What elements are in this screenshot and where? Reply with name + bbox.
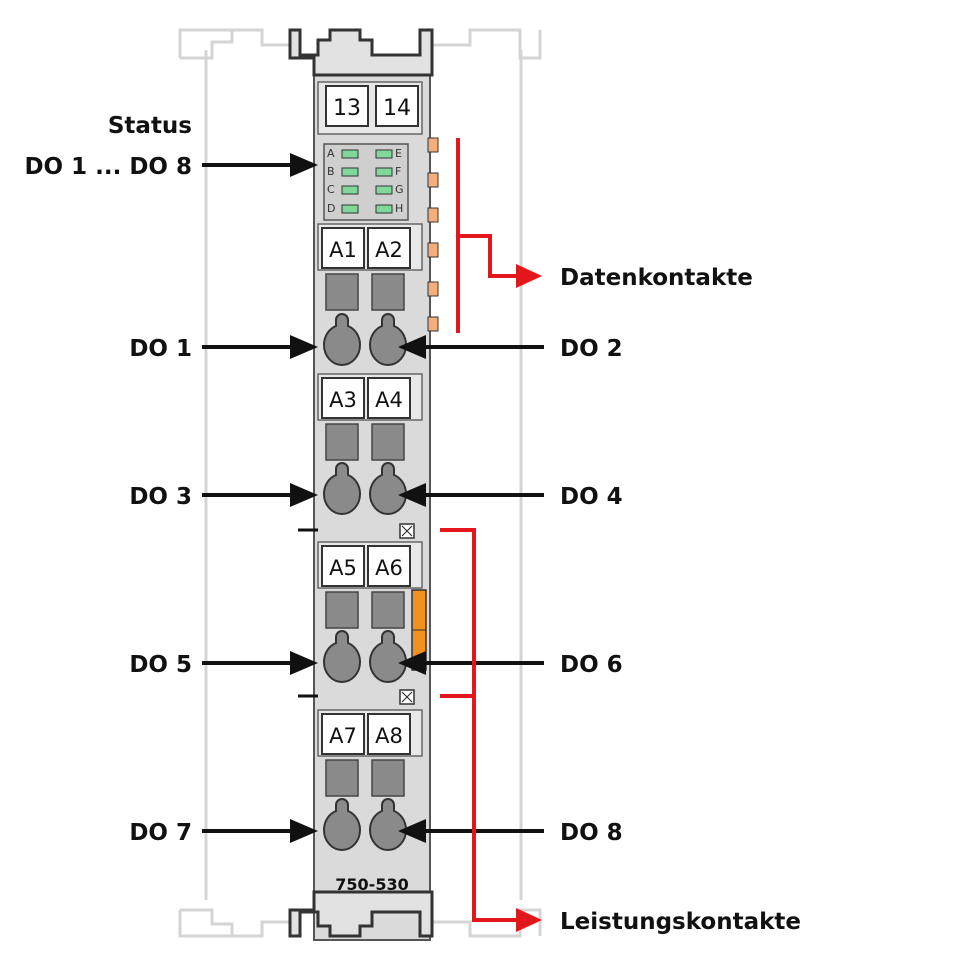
terminal-a2 (367, 227, 411, 269)
terminal-block-1: A1 A2 (317, 223, 423, 366)
terminal-a4 (367, 377, 411, 419)
do-2-label: DO 2 (560, 336, 623, 362)
clamp-a2 (368, 313, 408, 366)
push-button-a6 (371, 591, 405, 629)
terminal-a6 (367, 545, 411, 587)
terminal-a2-label: A2 (375, 238, 403, 262)
led-h (375, 204, 393, 214)
power-contacts-label: Leistungskontakte (560, 909, 801, 935)
svg-text:H: H (395, 202, 403, 215)
svg-text:D: D (327, 202, 335, 215)
push-button-a5 (325, 591, 359, 629)
led-a (341, 149, 359, 159)
do-4-label: DO 4 (560, 484, 623, 510)
do-8-label: DO 8 (560, 820, 623, 846)
terminal-a5-label: A5 (329, 556, 357, 580)
push-button-a2 (371, 273, 405, 311)
svg-text:C: C (327, 183, 335, 196)
led-column-left: A B C D (327, 147, 359, 215)
led-panel (323, 143, 409, 221)
terminal-a7-label: A7 (329, 724, 357, 748)
terminal-14 (375, 85, 419, 127)
clamp-a7 (322, 798, 362, 851)
status-label: Status (108, 113, 192, 139)
io-module: 13 14 A B C D E F G H (288, 28, 439, 941)
terminal-block-2: A3 A4 (317, 373, 423, 515)
svg-text:F: F (395, 165, 401, 178)
do-7-label: DO 7 (129, 820, 192, 846)
clamp-a8 (368, 798, 408, 851)
do-3-label: DO 3 (129, 484, 192, 510)
led-c (341, 185, 359, 195)
din-rail-outline (178, 28, 542, 938)
push-button-a8 (371, 759, 405, 797)
clamp-a5 (322, 630, 362, 683)
data-contacts-label: Datenkontakte (560, 265, 753, 291)
terminal-a8-label: A8 (375, 724, 403, 748)
terminal-13-label: 13 (333, 96, 361, 121)
status-range-label: DO 1 ... DO 8 (24, 154, 192, 180)
terminal-a4-label: A4 (375, 388, 403, 412)
push-button-a4 (371, 423, 405, 461)
clamp-a6 (368, 630, 408, 683)
terminal-14-label: 14 (383, 96, 411, 121)
data-contacts (427, 137, 439, 332)
svg-text:E: E (395, 147, 402, 160)
terminal-block-4: A7 A8 (317, 709, 423, 851)
terminal-13 (325, 85, 369, 127)
do-6-label: DO 6 (560, 652, 623, 678)
signal-arrows (202, 153, 544, 843)
led-e (375, 149, 393, 159)
led-d (341, 204, 359, 214)
clamp-a3 (322, 462, 362, 515)
push-button-a3 (325, 423, 359, 461)
part-number: 750-530 (335, 875, 408, 894)
bottom-latch (288, 890, 434, 938)
svg-text:G: G (395, 183, 404, 196)
terminal-a3 (321, 377, 365, 419)
terminal-a8 (367, 713, 411, 755)
terminal-a6-label: A6 (375, 556, 403, 580)
terminal-a7 (321, 713, 365, 755)
svg-text:A: A (327, 147, 335, 160)
terminal-a1 (321, 227, 365, 269)
push-button-a1 (325, 273, 359, 311)
clamp-a4 (368, 462, 408, 515)
terminal-a5 (321, 545, 365, 587)
terminal-block-3: A5 A6 (317, 541, 427, 683)
led-f (375, 167, 393, 177)
clamp-a1 (322, 313, 362, 366)
top-latch (288, 28, 434, 77)
led-g (375, 185, 393, 195)
contact-arrows (440, 138, 542, 932)
led-column-right: E F G H (375, 147, 404, 215)
do-1-label: DO 1 (129, 336, 192, 362)
svg-text:B: B (327, 165, 335, 178)
terminal-a3-label: A3 (329, 388, 357, 412)
terminal-a1-label: A1 (329, 238, 357, 262)
led-b (341, 167, 359, 177)
do-5-label: DO 5 (129, 652, 192, 678)
push-button-a7 (325, 759, 359, 797)
